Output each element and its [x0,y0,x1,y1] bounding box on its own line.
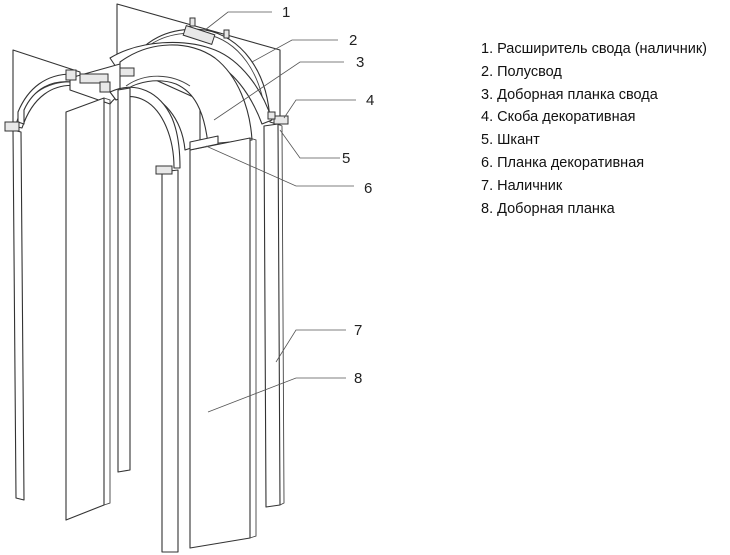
center-front-casing [161,169,179,553]
callout-6: 6 [364,180,372,197]
legend-item-8: 8. Доборная планка [481,200,615,217]
left-filler-board [65,97,111,521]
legend-item-1: 1. Расширитель свода (наличник) [481,41,708,57]
center-casing [117,87,131,473]
legend-item-4: 4. Скоба декоративная [481,109,636,126]
callout-7: 7 [354,322,362,339]
legend-item-3: 3. Доборная планка свода [481,86,658,103]
vault-filler-board [119,44,253,145]
callout-8: 8 [354,370,362,387]
leader-lines [204,11,356,413]
decorative-plank [189,135,219,151]
right-casing [263,123,285,508]
decorative-brackets [4,17,289,175]
parts-legend: 1. Расширитель свода (наличник) 2. Полус… [481,38,707,220]
callout-3: 3 [356,54,364,71]
front-arch-strip [109,86,181,169]
callout-2: 2 [349,32,357,49]
legend-item-6: 6. Планка декоративная [481,154,645,171]
legend-item-5: 5. Шкант [481,132,540,149]
legend-item-2: 2. Полусвод [481,63,562,80]
front-filler-board [189,137,257,549]
callout-4: 4 [366,92,374,109]
legend-item-7: 7. Наличник [481,177,563,194]
left-rear-casing [12,129,25,501]
callout-numbers: 1 2 3 4 5 6 7 8 [282,4,374,387]
callout-5: 5 [342,150,350,167]
callout-1: 1 [282,4,290,21]
